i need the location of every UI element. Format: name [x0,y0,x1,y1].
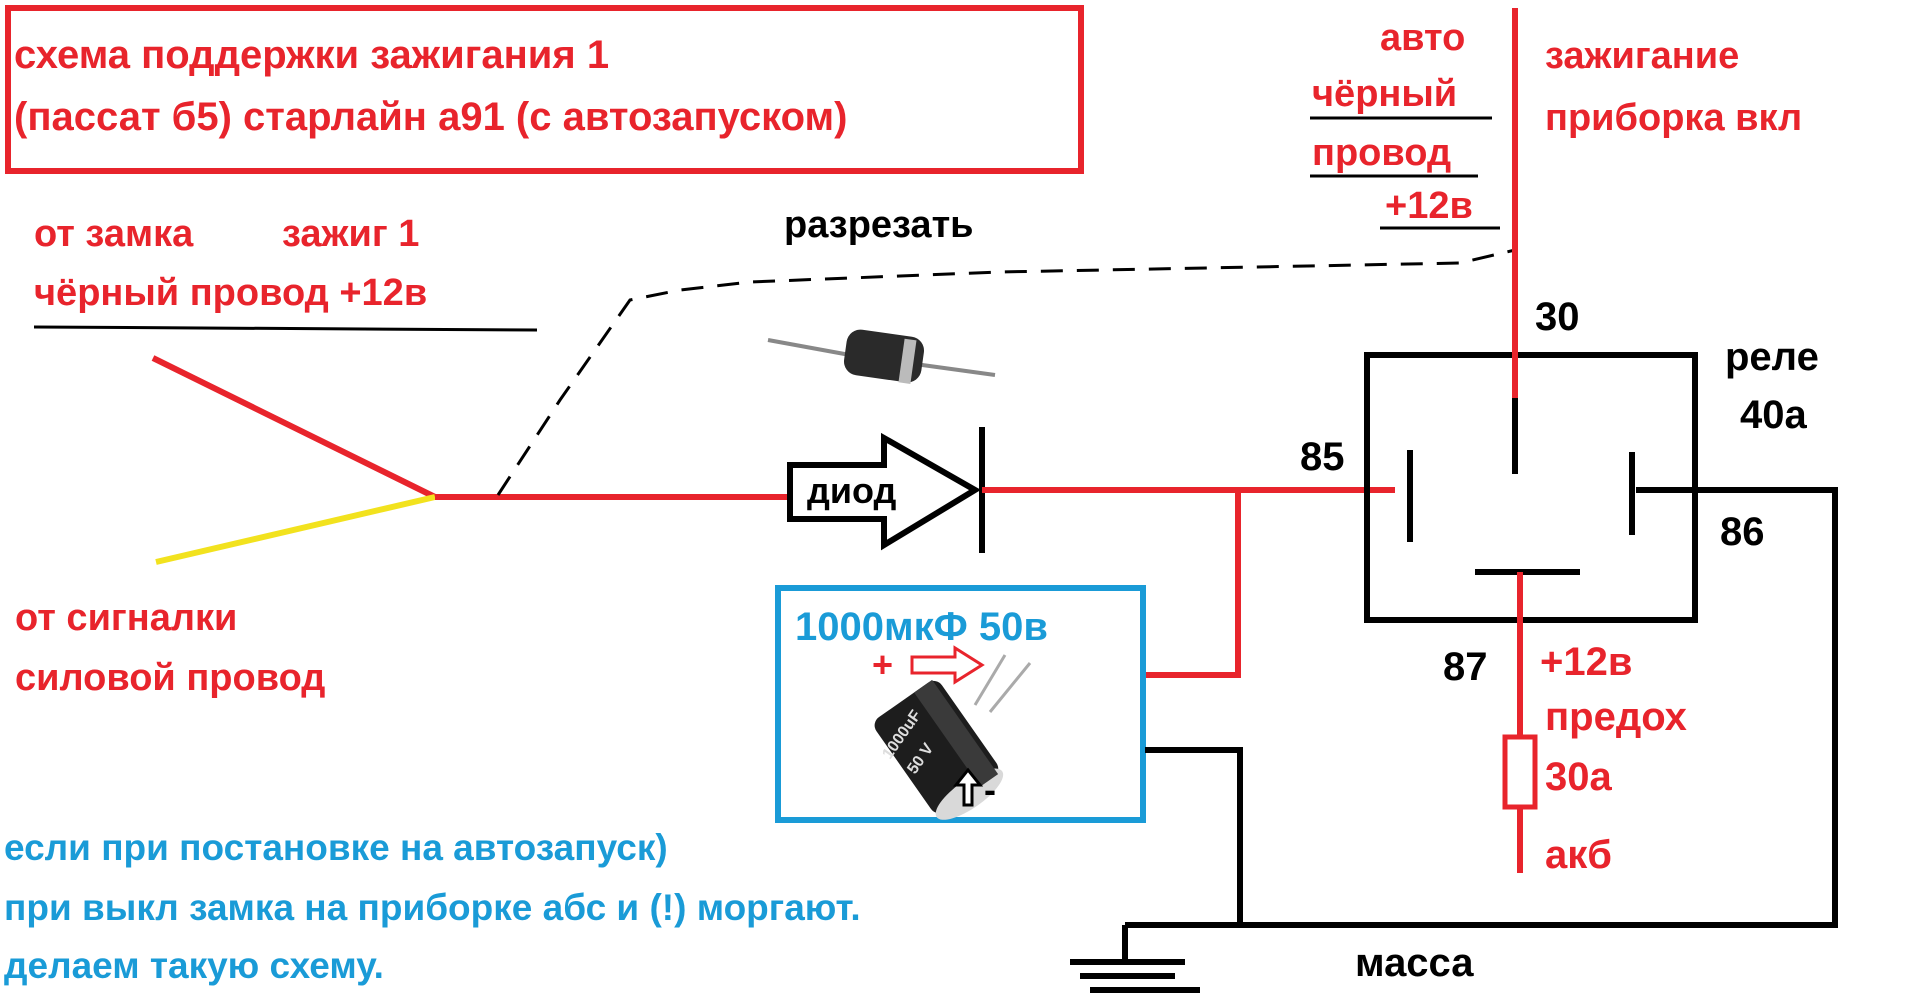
note-line-1: если при постановке на автозапуск) [4,827,668,868]
minus-arrow-icon [952,767,984,807]
auto-wire-label-1: авто [1380,17,1465,59]
relay-pin-86-label: 86 [1720,510,1765,554]
output-label-1: +12в [1540,640,1632,684]
cut-line [496,248,1516,496]
ground-label: масса [1355,941,1474,985]
relay-pin-87-label: 87 [1443,645,1488,689]
fuse-icon [1502,734,1538,810]
relay-pin-30-label: 30 [1535,295,1580,339]
output-label-3: 30а [1545,755,1612,799]
ignition-label-2: приборка вкл [1545,97,1802,139]
auto-wire-label-3: провод [1312,132,1451,174]
capacitor-plus-wire [1145,490,1241,678]
auto-wire-label-4: +12в [1385,185,1473,227]
relay-name-1: реле [1725,335,1819,379]
lock-wire-label-b: зажиг 1 [282,213,419,255]
capacitor-photo-icon: 1000uF 50 V [874,654,1032,820]
output-label-2: предох [1545,695,1687,739]
diode-label: диод [807,470,896,511]
auto-wire-label-2: чёрный [1312,73,1457,115]
diode-photo-icon [767,329,996,384]
capacitor-label: 1000мкФ 50в [795,605,1048,649]
capacitor-plus-sign: + [872,644,893,685]
lock-wire [151,355,437,500]
alarm-wire-label-1: от сигналки [15,597,237,639]
capacitor-minus-sign: - [984,769,996,810]
relay-86-ground-wire [1636,487,1838,925]
lock-wire-label-c: чёрный провод +12в [34,272,427,314]
alarm-wire [155,494,436,565]
capacitor-box [775,585,1146,823]
lock-wire-underline [33,325,538,332]
relay-name-2: 40а [1740,393,1807,437]
output-label-4: акб [1545,833,1612,877]
alarm-wire-label-2: силовой провод [15,657,325,699]
title-line-2: (пассат б5) старлайн а91 (с автозапуском… [14,95,847,139]
title-line-1: схема поддержки зажигания 1 [14,33,609,77]
capacitor-ground-wire [1145,747,1243,925]
note-line-3: делаем такую схему. [4,945,384,986]
plus-arrow-icon [910,645,985,685]
relay-pin-85-label: 85 [1300,435,1345,479]
note-line-2: при выкл замка на приборке абс и (!) мор… [4,887,861,928]
lock-wire-label-a: от замка [34,213,194,255]
ground-symbol-icon [1070,925,1200,993]
title-box [5,5,1084,174]
cut-label: разрезать [784,204,974,246]
ignition-label-1: зажигание [1545,35,1739,77]
